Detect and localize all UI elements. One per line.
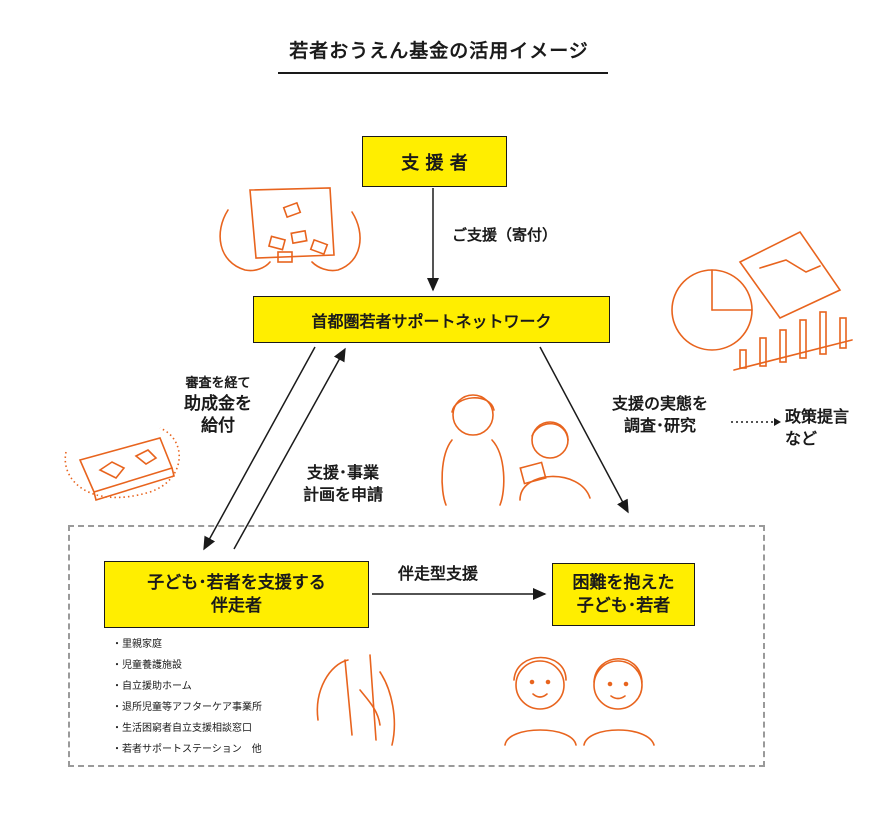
network-label: 首都圏若者サポートネットワーク (311, 311, 552, 331)
apply-label: 支援･事業 計画を申請 (278, 462, 408, 505)
companion-label-line1: 子ども･若者を支援する (147, 573, 326, 594)
research-arrow (539, 346, 629, 514)
policy-label: 政策提言 など (785, 406, 849, 449)
list-item: 児童養護施設 (112, 655, 262, 676)
list-item: 生活困窮者自立支援相談窓口 (112, 718, 262, 739)
support-hands-illustration (316, 654, 396, 746)
companion-list: 里親家庭 児童養護施設 自立援助ホーム 退所児童等アフターケア事業所 生活困窮者… (112, 634, 262, 760)
children-label-line2: 子ども･若者 (576, 595, 671, 616)
research-label-line2: 調査･研究 (623, 415, 696, 435)
grant-label-line2: 助成金を (184, 393, 252, 414)
supporter-label: 支 援 者 (401, 152, 468, 174)
supporter-box: 支 援 者 (362, 136, 507, 187)
title-underline (278, 72, 608, 74)
grant-label-line1: 審査を経て (185, 376, 251, 391)
grant-money-illustration (64, 427, 181, 502)
list-item: 若者サポートステーション 他 (112, 739, 262, 760)
grant-label-line3: 給付 (201, 416, 235, 437)
children-label-line1: 困難を抱えた (572, 573, 675, 594)
apply-label-line2: 計画を申請 (302, 484, 383, 504)
policy-arrow-head (774, 418, 781, 426)
apply-arrow (233, 347, 346, 550)
donation-hands-illustration (219, 187, 361, 272)
apply-label-line1: 支援･事業 (306, 463, 379, 482)
consultation-illustration (441, 394, 591, 506)
frontline-region (68, 525, 765, 767)
children-box: 困難を抱えた 子ども･若者 (552, 563, 695, 626)
accompany-label: 伴走型支援 (398, 564, 479, 583)
policy-label-line1: 政策提言 (785, 407, 850, 426)
grant-arrow (203, 346, 316, 551)
research-charts-illustration (671, 230, 853, 371)
youth-illustration (504, 656, 655, 746)
research-label-line1: 支援の実態を (611, 394, 708, 413)
grant-label: 審査を経て 助成金を 給付 (168, 375, 268, 438)
list-item: 退所児童等アフターケア事業所 (112, 697, 262, 718)
list-item: 自立援助ホーム (112, 676, 262, 697)
companion-box: 子ども･若者を支援する 伴走者 (104, 561, 369, 628)
research-label: 支援の実態を 調査･研究 (590, 393, 730, 436)
list-item: 里親家庭 (112, 634, 262, 655)
donation-label: ご支援（寄付） (452, 226, 558, 244)
policy-label-line2: など (785, 428, 818, 448)
network-box: 首都圏若者サポートネットワーク (253, 296, 610, 343)
page-title: 若者おうえん基金の活用イメージ (289, 40, 589, 62)
companion-label-line2: 伴走者 (211, 595, 262, 616)
